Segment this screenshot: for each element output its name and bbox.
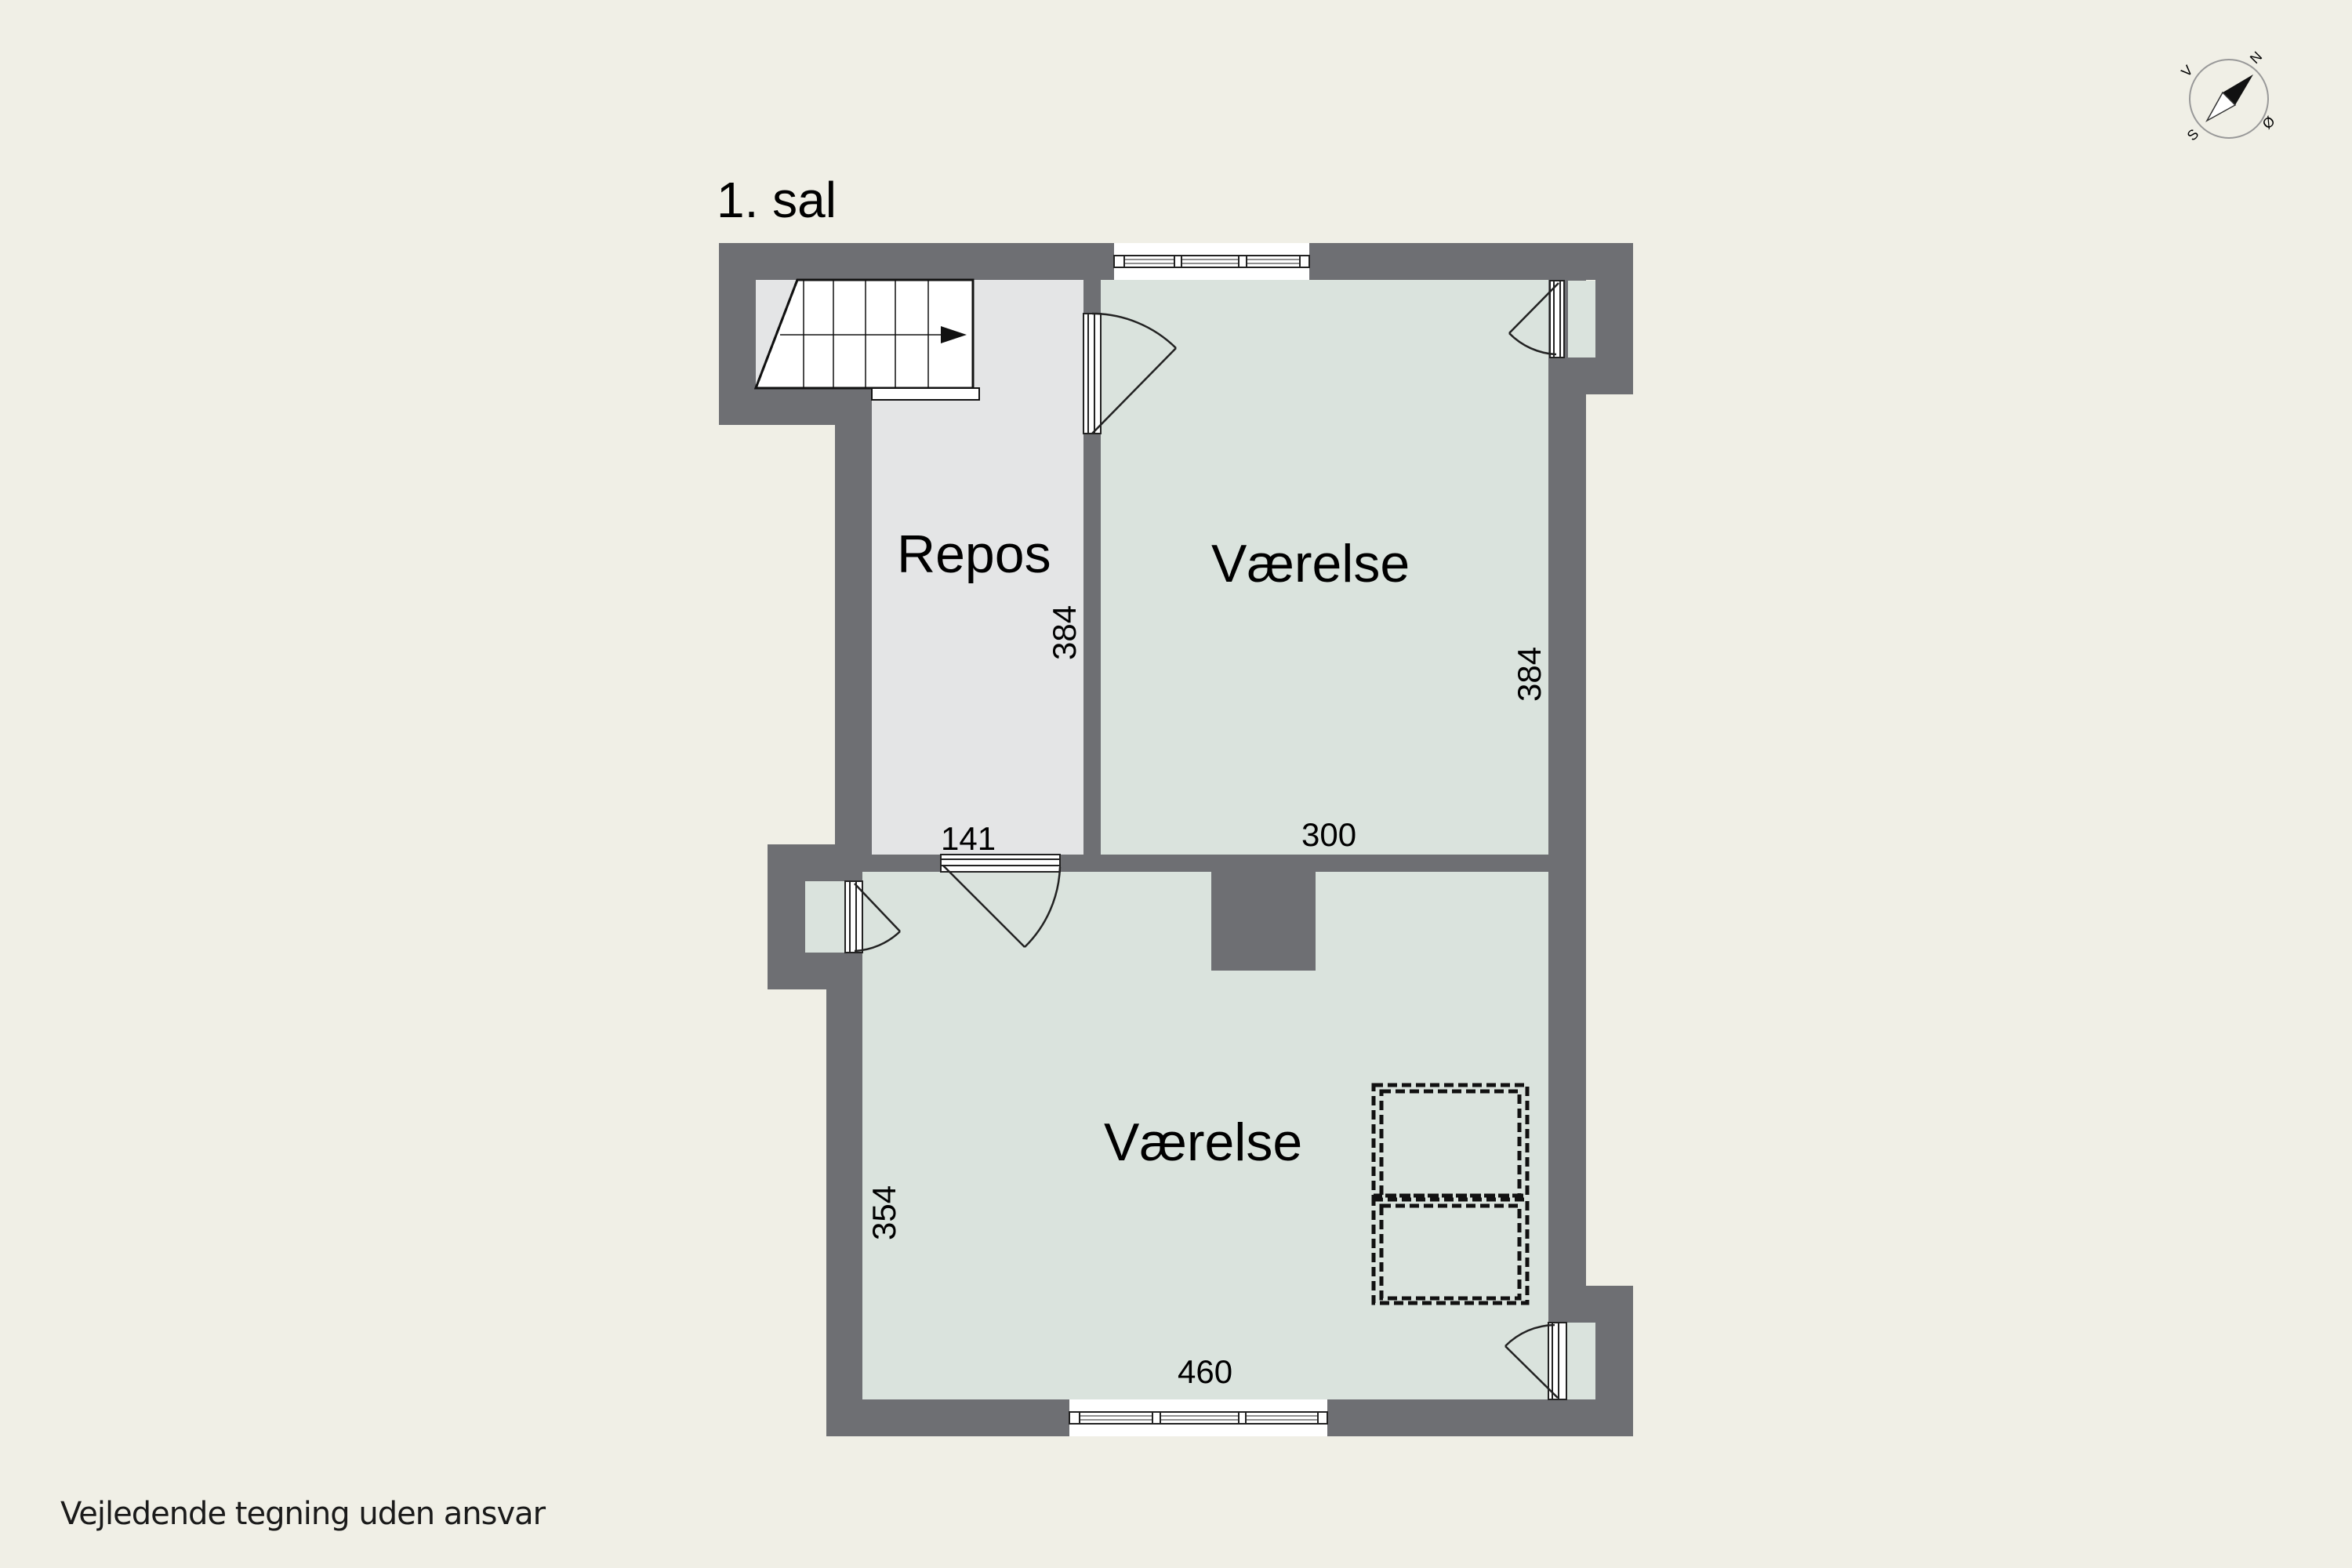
door-repos-to-lower-room xyxy=(940,854,1062,948)
repos-width-dimension: 141 xyxy=(941,820,996,857)
svg-text:S: S xyxy=(2184,126,2202,144)
svg-text:V: V xyxy=(2178,62,2196,80)
room-top-floor xyxy=(1101,280,1548,855)
door-left-closet xyxy=(844,880,901,953)
closet-left xyxy=(805,881,845,953)
svg-text:Ø: Ø xyxy=(2259,113,2278,132)
window-bottom xyxy=(1069,1399,1328,1436)
vaerelse-top-width-dimension: 300 xyxy=(1301,816,1356,853)
room-label-vaerelse-top: Værelse xyxy=(1211,534,1410,593)
door-top-right-closet xyxy=(1508,280,1565,358)
disclaimer-text: Vejledende tegning uden ansvar xyxy=(60,1496,546,1532)
door-bottom-right-closet xyxy=(1504,1322,1567,1400)
compass-icon: N Ø S V xyxy=(2178,49,2278,144)
svg-text:N: N xyxy=(2247,49,2265,67)
closet-top-right xyxy=(1568,281,1595,358)
stair-arrow-icon xyxy=(941,326,967,343)
room-label-repos: Repos xyxy=(897,524,1051,584)
door-repos-to-room xyxy=(1083,312,1177,434)
repos-height-dimension: 384 xyxy=(1046,605,1083,660)
staircase xyxy=(753,278,980,401)
floor-title: 1. sal xyxy=(717,172,837,228)
vaerelse-bottom-height-dimension: 354 xyxy=(866,1185,902,1240)
walls xyxy=(719,243,1633,1436)
repos-floor-lower xyxy=(872,388,1083,855)
closet-bottom-right xyxy=(1566,1323,1595,1399)
window-top xyxy=(1113,243,1310,280)
room-label-vaerelse-bottom: Værelse xyxy=(1104,1112,1302,1172)
room-bottom-floor xyxy=(862,872,1548,1399)
vaerelse-bottom-width-dimension: 460 xyxy=(1178,1353,1232,1390)
bed-outline xyxy=(1371,1083,1530,1305)
vaerelse-top-height-dimension: 384 xyxy=(1511,647,1548,702)
